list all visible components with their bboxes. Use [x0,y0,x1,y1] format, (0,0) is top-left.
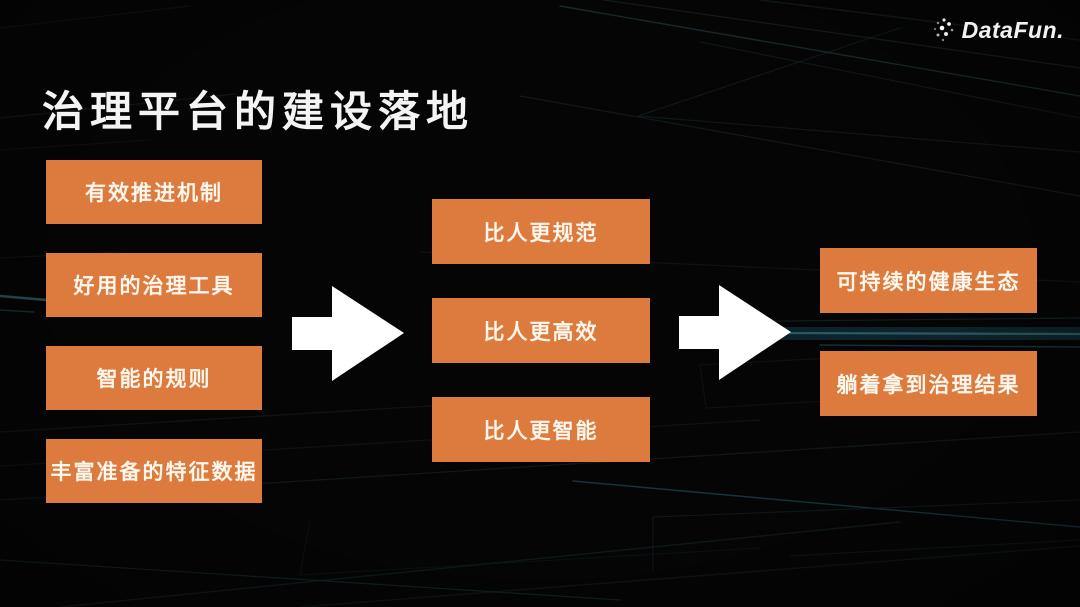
node-mechanism: 有效推进机制 [46,160,262,224]
node-healthy-ecosystem: 可持续的健康生态 [820,248,1037,313]
right-arrow-icon-2 [679,285,791,380]
datafun-dots-icon [933,18,953,42]
column-foundations: 有效推进机制 好用的治理工具 智能的规则 丰富准备的特征数据 [46,160,262,503]
node-rules: 智能的规则 [46,346,262,410]
column-outcomes: 可持续的健康生态 躺着拿到治理结果 [820,248,1037,416]
node-tools: 好用的治理工具 [46,253,262,317]
page-title: 治理平台的建设落地 [42,90,475,137]
node-more-efficient: 比人更高效 [432,298,650,363]
node-effortless-results: 躺着拿到治理结果 [820,351,1037,416]
right-arrow-icon-1 [292,286,404,381]
logo-wordmark: DataFun. [961,16,1064,43]
node-more-standard: 比人更规范 [432,199,650,264]
node-feature-data: 丰富准备的特征数据 [46,439,262,503]
node-more-intelligent: 比人更智能 [432,397,650,462]
column-advantages: 比人更规范 比人更高效 比人更智能 [432,199,650,462]
datafun-logo: DataFun. [931,16,1064,44]
